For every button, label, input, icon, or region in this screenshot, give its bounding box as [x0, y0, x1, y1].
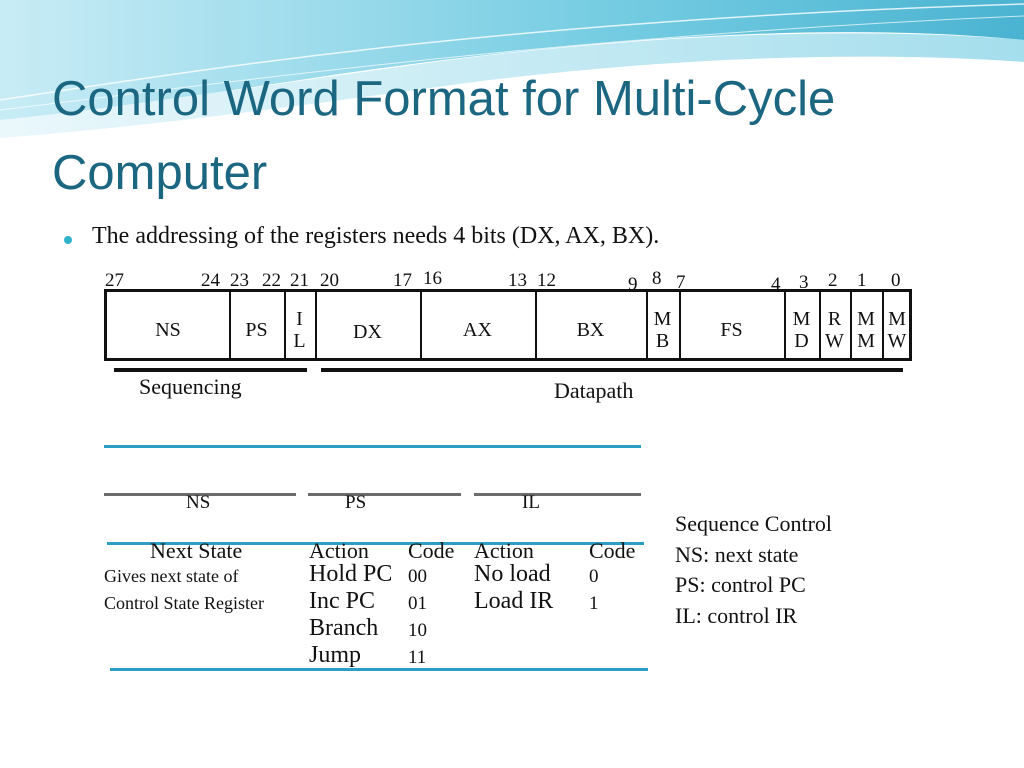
bit-number: 23: [230, 270, 249, 291]
table-bottom-rule: [110, 668, 648, 671]
legend-il: IL: control IR: [675, 603, 798, 628]
field-ax: AX: [463, 319, 492, 341]
ns-header-rule: [104, 493, 296, 496]
field-fs: FS: [720, 319, 743, 341]
field-mw: M W: [882, 308, 912, 352]
bit-number: 27: [105, 270, 124, 291]
bit-number: 9: [628, 274, 638, 295]
bit-number: 17: [393, 270, 412, 291]
field-mb-top: M: [653, 308, 672, 330]
field-md: M D: [784, 308, 819, 352]
field-rw-bottom: W: [825, 330, 844, 352]
field-mm-top: M: [857, 308, 875, 330]
ps-code-header: Code: [408, 538, 455, 563]
field-mw-bottom: W: [887, 330, 907, 352]
field-divider: [850, 292, 852, 358]
field-divider: [535, 292, 537, 358]
bit-number: 4: [771, 274, 781, 295]
ns-subheader: Next State: [150, 538, 243, 563]
field-mb: M B: [646, 308, 679, 352]
bit-number: 21: [290, 270, 309, 291]
bit-number: 16: [423, 268, 442, 289]
field-mw-top: M: [888, 308, 906, 330]
datapath-bracket: [321, 368, 903, 372]
table-top-rule: [104, 445, 641, 448]
field-mb-bottom: B: [655, 330, 670, 352]
page-title: Control Word Format for Multi-Cycle Comp…: [52, 72, 836, 200]
field-divider: [784, 292, 786, 358]
ps-row-action: Inc PC: [309, 588, 375, 614]
ps-row-action: Hold PC: [309, 561, 393, 587]
field-md-bottom: D: [794, 330, 809, 352]
bit-number: 20: [320, 270, 339, 291]
field-il: I L: [284, 308, 315, 352]
field-mm: M M: [850, 308, 882, 352]
field-divider: [646, 292, 648, 358]
bit-number: 12: [537, 270, 556, 291]
bit-number: 3: [799, 272, 809, 293]
ns-description: Gives next state of Control State Regist…: [104, 566, 264, 613]
ps-row-action: Jump: [309, 642, 362, 668]
field-ns: NS: [155, 319, 181, 341]
ps-row-code: 01: [408, 593, 427, 614]
il-row-code: 0: [589, 566, 599, 587]
ps-row-action: Branch: [309, 615, 379, 641]
field-divider: [315, 292, 317, 358]
bit-number: 7: [676, 272, 686, 293]
field-divider: [819, 292, 821, 358]
field-divider: [284, 292, 286, 358]
field-mm-bottom: M: [857, 330, 875, 352]
legend-heading: Sequence Control: [675, 511, 833, 536]
field-divider: [420, 292, 422, 358]
field-divider: [229, 292, 231, 358]
bit-number: 1: [857, 270, 867, 291]
il-table-header: IL: [522, 492, 540, 513]
bullet-text: The addressing of the registers needs 4 …: [92, 223, 660, 249]
field-rw: R W: [819, 308, 850, 352]
ps-row-code: 00: [408, 566, 427, 587]
bit-number: 24: [201, 270, 220, 291]
sequencing-bracket: [114, 368, 307, 372]
field-md-top: M: [792, 308, 811, 330]
bit-number: 13: [508, 270, 527, 291]
field-rw-top: R: [827, 308, 842, 330]
field-dx: DX: [353, 321, 382, 343]
il-code-header: Code: [589, 538, 636, 563]
field-divider: [679, 292, 681, 358]
control-word-box: NS PS I L DX AX BX M B FS M D R W M M M …: [104, 289, 912, 361]
ps-row-code: 10: [408, 620, 427, 641]
ps-action-header: Action: [309, 538, 369, 563]
ps-row-code: 11: [408, 647, 427, 668]
ps-table-header: PS: [345, 492, 367, 513]
sequencing-label: Sequencing: [139, 374, 242, 399]
il-header-rule: [474, 493, 641, 496]
table-sub-rule: [107, 542, 644, 545]
datapath-label: Datapath: [554, 378, 634, 403]
bit-number: 2: [828, 270, 838, 291]
field-il-top: I: [296, 308, 303, 330]
field-il-bottom: L: [293, 330, 306, 352]
il-row-action: No load: [474, 561, 551, 587]
ns-table-header: NS: [186, 492, 211, 513]
legend-ns: NS: next state: [675, 542, 799, 567]
il-action-header: Action: [474, 538, 534, 563]
il-row-code: 1: [589, 593, 599, 614]
legend-ps: PS: control PC: [675, 572, 806, 597]
il-row-action: Load IR: [474, 588, 554, 614]
field-divider: [882, 292, 884, 358]
bit-number: 0: [891, 270, 901, 291]
field-bx: BX: [576, 319, 605, 341]
bit-number: 22: [262, 270, 281, 291]
field-ps: PS: [245, 319, 268, 341]
bit-number: 8: [652, 268, 662, 289]
ps-header-rule: [308, 493, 461, 496]
bullet-icon: [64, 236, 72, 244]
